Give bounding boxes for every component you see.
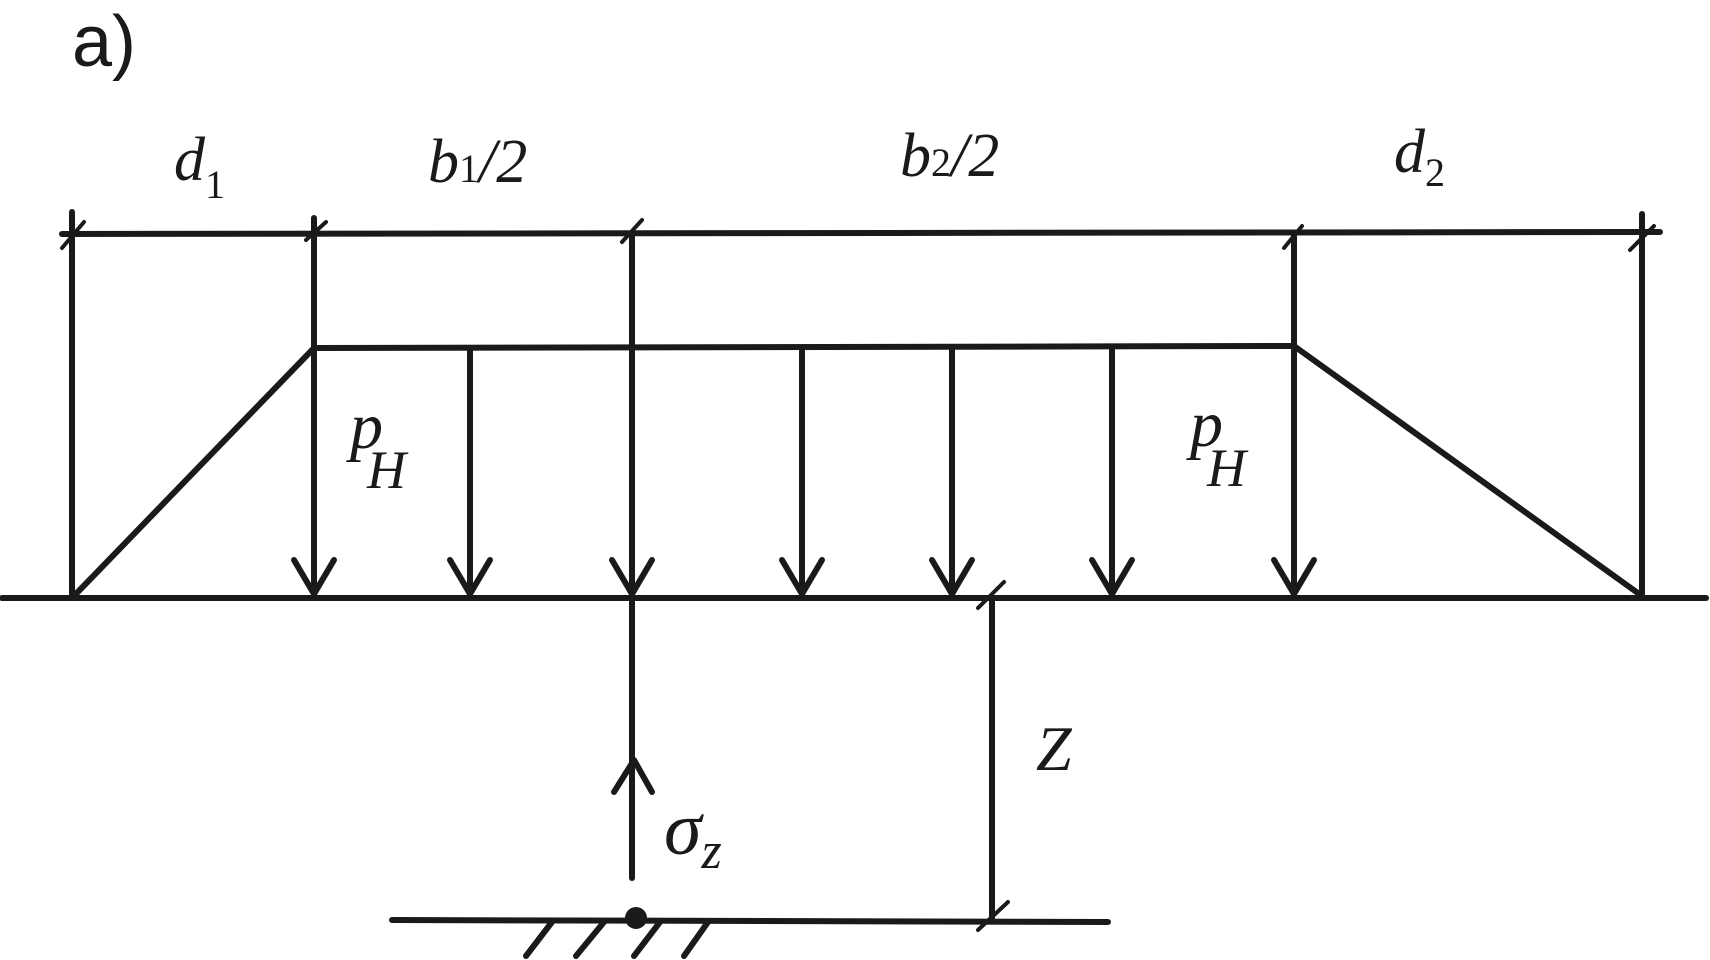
extension-lines: [69, 229, 1645, 601]
depth-dimension: [976, 580, 1010, 932]
load-arrow: [447, 347, 493, 599]
load-trapezoid: [69, 343, 1645, 601]
load-arrow: [291, 347, 337, 599]
top-dimension-line: [59, 209, 1663, 253]
load-arrow: [929, 345, 975, 599]
dimension-b1-half: b1/2: [428, 128, 527, 196]
depth-label: Z: [1036, 713, 1073, 784]
dimension-b2-half: b2/2: [900, 122, 999, 190]
stress-arrow: [611, 595, 655, 881]
dimension-d1: d1: [174, 126, 225, 207]
load-arrow: [609, 347, 655, 599]
load-arrows: [291, 345, 1317, 599]
stress-label: σz: [664, 787, 722, 880]
figure-label: a): [72, 2, 136, 82]
load-arrow: [1089, 345, 1135, 599]
point-of-interest: [625, 907, 647, 929]
load-arrow: [779, 345, 825, 599]
load-arrow: [1271, 345, 1317, 599]
dimension-d2: d2: [1394, 118, 1445, 195]
depth-level-line: [389, 917, 1111, 959]
